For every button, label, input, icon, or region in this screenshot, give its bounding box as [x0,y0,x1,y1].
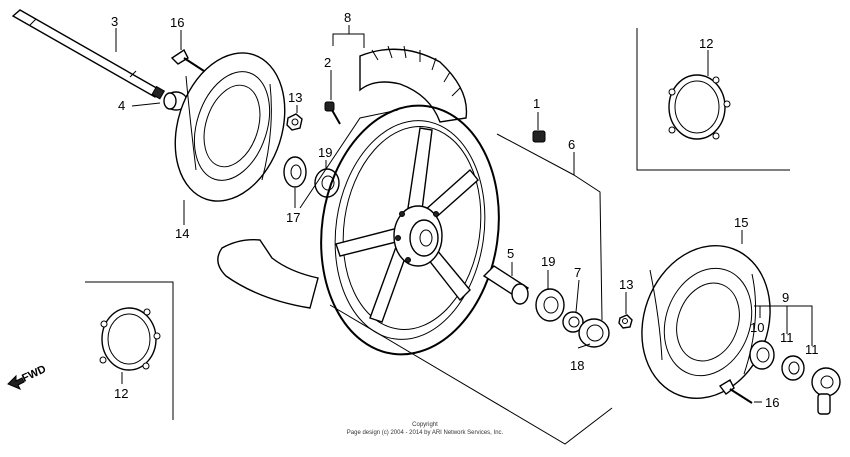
copyright-line-1: Copyright [412,422,438,428]
callout-12-top: 12 [699,36,713,51]
collar-part-4[interactable] [163,91,188,111]
callout-11-a: 11 [780,330,794,345]
callout-19-right: 19 [541,254,555,269]
callout-11-b: 11 [805,342,819,357]
callout-9: 9 [782,290,789,305]
cover-plate-part-12-top[interactable] [668,74,731,140]
inset-frame-top-right [636,28,790,171]
callout-2: 2 [324,55,331,70]
tire-part-8[interactable] [217,45,468,309]
callout-labels: 3 16 4 13 2 8 1 6 19 17 14 5 19 7 13 18 … [111,10,819,410]
callout-5: 5 [507,246,514,261]
distance-collar-part-5[interactable] [482,265,530,305]
callout-17: 17 [286,210,300,225]
callout-7: 7 [574,265,581,280]
gear-part-11-a[interactable] [781,355,805,381]
seal-part-18[interactable] [578,318,610,348]
callout-8: 8 [344,10,351,25]
forward-arrow: FWD [7,363,48,390]
copyright-line-2: Page design (c) 2004 - 2014 by ARI Netwo… [346,430,504,436]
callout-4: 4 [118,98,125,113]
callout-14: 14 [175,226,189,241]
callout-13-right: 13 [619,277,633,292]
callout-1: 1 [533,96,540,111]
brake-disc-part-15[interactable] [621,227,791,416]
cover-plate-part-12-bottom[interactable] [99,307,161,371]
callout-19-left: 19 [318,145,332,160]
callout-13-left: 13 [288,90,302,105]
bolt-part-16-bottom[interactable] [718,379,753,404]
ring-part-7[interactable] [562,311,584,333]
wheel-hub [393,205,443,267]
bolt-part-16-top[interactable] [170,48,205,72]
nut-part-13-right[interactable] [618,314,633,329]
callout-15: 15 [734,215,748,230]
inset-frame-bottom-left [85,281,174,420]
axle-part-3[interactable] [11,9,166,100]
callout-16-bottom: 16 [765,395,779,410]
valve-stem-part-2[interactable] [324,101,341,125]
leader-lines [115,25,813,445]
wheel-rim-part-6[interactable] [305,94,514,366]
brake-disc-part-14[interactable] [157,39,303,216]
nut-part-13-left[interactable] [286,113,303,131]
callout-3: 3 [111,14,118,29]
callout-10: 10 [750,320,764,335]
speedometer-gearbox-part-9[interactable] [811,367,841,415]
svg-text:FWD: FWD [20,363,48,384]
callout-6: 6 [568,137,575,152]
callout-18: 18 [570,358,584,373]
seal-part-17[interactable] [283,156,307,188]
callout-12-bottom: 12 [114,386,128,401]
callout-16-top: 16 [170,15,184,30]
gear-retainer-part-10[interactable] [749,340,775,370]
bearing-part-19-right[interactable] [535,288,565,322]
balance-weight-part-1[interactable] [532,130,546,143]
